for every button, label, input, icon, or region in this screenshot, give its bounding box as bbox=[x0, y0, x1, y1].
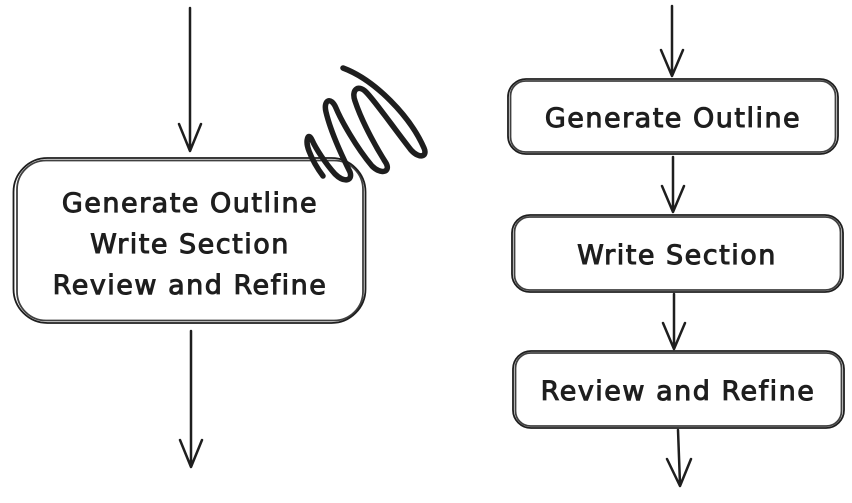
box-outline-sketch bbox=[514, 352, 843, 427]
right-flow: Generate Outline Write Section Review an… bbox=[507, 4, 845, 488]
combined-box-line-1: Generate Outline bbox=[62, 188, 318, 219]
step-box-label: Review and Refine bbox=[541, 376, 816, 407]
step-box-generate-outline: Generate Outline bbox=[507, 78, 839, 155]
box-outline-sketch bbox=[509, 80, 837, 153]
step-box-write-section: Write Section bbox=[511, 214, 844, 293]
arrow-down-icon bbox=[659, 4, 685, 78]
box-outline bbox=[12, 157, 367, 324]
step-box-review-refine: Review and Refine bbox=[512, 350, 845, 429]
box-outline bbox=[512, 350, 845, 429]
step-box-label: Write Section bbox=[577, 240, 777, 271]
scratch-scribble-icon bbox=[304, 65, 428, 183]
box-outline-sketch bbox=[16, 159, 364, 322]
arrow-down-icon bbox=[661, 292, 687, 351]
box-outline bbox=[507, 78, 839, 155]
box-outline bbox=[511, 214, 844, 293]
combined-box-line-3: Review and Refine bbox=[53, 270, 328, 301]
step-box-label: Generate Outline bbox=[545, 103, 801, 134]
arrow-down-icon bbox=[178, 329, 204, 469]
arrow-down-icon bbox=[177, 6, 203, 153]
left-flow: Generate Outline Write Section Review an… bbox=[12, 6, 428, 469]
arrow-down-icon bbox=[660, 155, 686, 214]
combined-box-line-2: Write Section bbox=[90, 229, 290, 260]
combined-step-box: Generate Outline Write Section Review an… bbox=[12, 157, 367, 324]
box-outline-sketch bbox=[513, 216, 842, 291]
arrow-down-icon bbox=[665, 428, 693, 488]
